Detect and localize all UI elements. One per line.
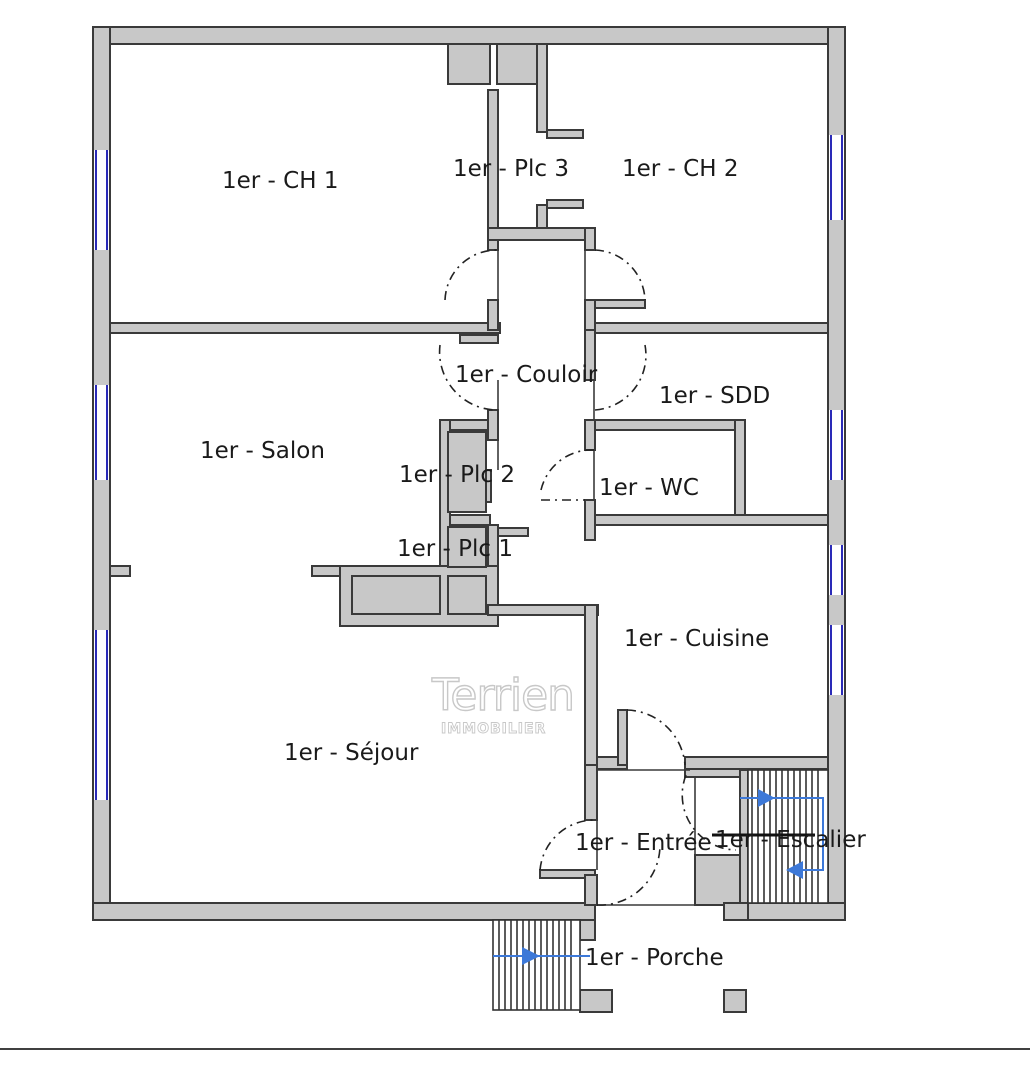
wall-bottom-left (92, 902, 596, 921)
watermark-logo: Terrien IMMOBILIER (430, 669, 575, 737)
room-label-couloir: 1er - Couloir (455, 362, 598, 388)
watermark-brand: Terrien (431, 670, 574, 721)
windows (94, 135, 844, 800)
wall-top (92, 26, 846, 45)
room-label-plc1: 1er - Plc 1 (397, 536, 513, 562)
door-leaves (497, 250, 724, 906)
porch-staircase (492, 919, 590, 1011)
ducts (351, 43, 538, 615)
room-label-salon: 1er - Salon (200, 438, 325, 464)
porch-arrow-icon (522, 947, 540, 965)
room-label-plc3: 1er - Plc 3 (453, 156, 569, 182)
room-label-porche: 1er - Porche (585, 945, 724, 971)
room-label-plc2: 1er - Plc 2 (399, 462, 515, 488)
room-label-sejour: 1er - Séjour (284, 740, 419, 766)
room-label-wc: 1er - WC (599, 475, 699, 501)
room-label-cuisine: 1er - Cuisine (624, 626, 769, 652)
room-label-sdd: 1er - SDD (659, 383, 770, 409)
room-label-escalier: 1er - Escalier (715, 827, 866, 853)
stair-arrow-up-icon (758, 789, 775, 807)
door-swings (438, 249, 737, 906)
room-label-ch2: 1er - CH 2 (622, 156, 738, 182)
room-label-entree: 1er - Entrée (575, 830, 712, 856)
interior-staircase (712, 769, 829, 904)
room-labels: 1er - CH 1 1er - Plc 3 1er - CH 2 1er - … (200, 156, 866, 971)
room-label-ch1: 1er - CH 1 (222, 168, 338, 194)
stair-arrow-back-icon (786, 861, 803, 879)
watermark-tagline: IMMOBILIER (441, 721, 546, 737)
